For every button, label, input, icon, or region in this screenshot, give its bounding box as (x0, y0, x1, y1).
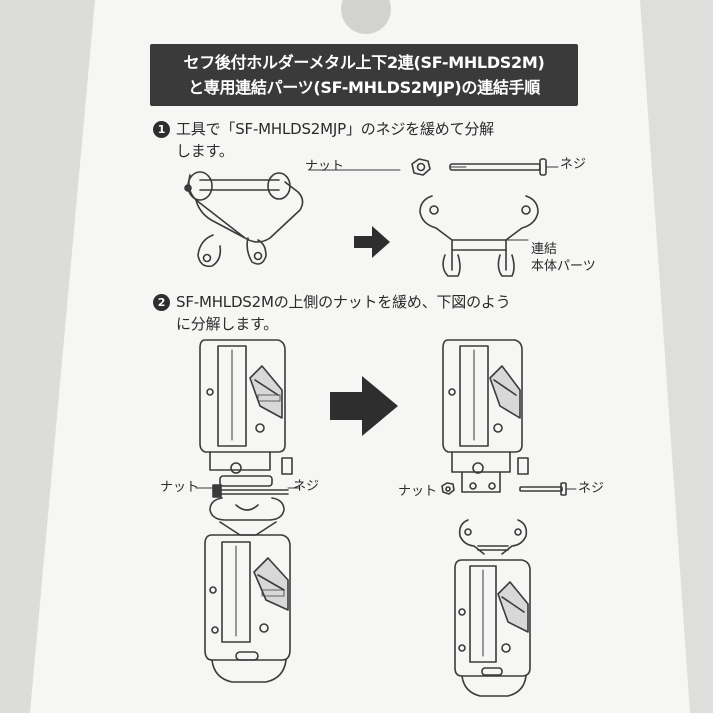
step-1-parts-label-2: 本体パーツ (531, 259, 596, 274)
brand-mark-icon (257, 394, 281, 402)
big-arrow-right-icon (330, 376, 398, 436)
screw-separated-icon (519, 482, 577, 496)
assembled-coupling-part (184, 169, 401, 268)
step-2-nut-label-left: ナット (160, 480, 200, 495)
instruction-title: セフ後付ホルダーメタル上下2連(SF-MHLDS2M) と専用連結パーツ(SF-… (150, 44, 578, 106)
coupling-body-part (419, 195, 539, 277)
lower-holder (204, 534, 291, 683)
step-1-line-2: します。 (176, 142, 234, 160)
upper-holder-separated (442, 339, 529, 493)
screw-icon (449, 158, 559, 176)
step-2-nut-label-right: ナット (398, 484, 438, 499)
step-2-number: 2 (153, 294, 170, 311)
step-2-line-1: SF-MHLDS2Mの上側のナットを緩め、下図のよう (176, 293, 511, 311)
nut-icon (411, 158, 431, 176)
step-1-number: 1 (153, 121, 170, 138)
step-2-screw-label-right: ネジ (578, 481, 605, 496)
title-line-2: と専用連結パーツ(SF-MHLDS2MJP)の連結手順 (188, 78, 540, 97)
connector-assembled (195, 475, 301, 536)
step-1-line-1: 工具で「SF-MHLDS2MJP」のネジを緩めて分解 (176, 120, 494, 138)
upper-holder-assembled (199, 339, 293, 475)
lower-holder-right (454, 559, 531, 697)
step-2-screw-label-left: ネジ (293, 479, 320, 494)
title-line-1: セフ後付ホルダーメタル上下2連(SF-MHLDS2M) (183, 53, 545, 72)
nut-separated-icon (441, 482, 455, 495)
step-2-text: 2 SF-MHLDS2Mの上側のナットを緩め、下図のよう に分解します。 (153, 291, 511, 335)
step-2-line-2: に分解します。 (176, 315, 279, 333)
arrow-right-icon (354, 226, 390, 258)
step-1-screw-label: ネジ (560, 157, 587, 172)
coupling-body-mounted (458, 519, 528, 555)
step-1-parts-label-1: 連結 (531, 242, 558, 257)
step-1-text: 1 工具で「SF-MHLDS2MJP」のネジを緩めて分解 します。 (153, 118, 494, 162)
hang-hole (341, 0, 391, 34)
